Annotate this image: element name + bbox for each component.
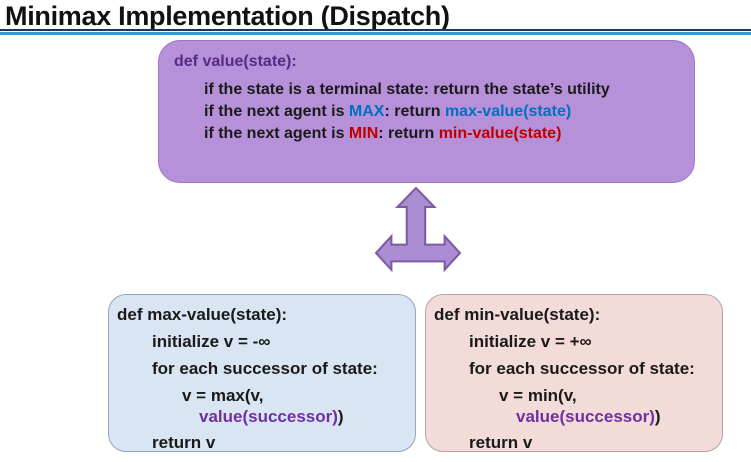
max-line-pre: if the next agent is (204, 103, 349, 120)
min-agent-label: MIN (348, 125, 379, 142)
dispatch-terminal-line: if the state is a terminal state: return… (204, 81, 610, 98)
max-return-line: return v (152, 433, 216, 452)
max-init-line: initialize v = -∞ (152, 332, 271, 351)
min-line-mid: : return (378, 125, 439, 142)
min-def-line: def min-value(state): (434, 305, 601, 324)
min-call-value: value(successor) (516, 407, 655, 426)
max-line-mid: : return (384, 103, 445, 120)
min-init-line: initialize v = +∞ (469, 332, 592, 351)
dispatch-max-line: if the next agent is MAX: return max-val… (204, 101, 684, 123)
min-call-close: ) (654, 407, 661, 426)
min-call-label: min-value(state) (438, 125, 562, 142)
min-line-pre: if the next agent is (204, 125, 349, 142)
min-value-pseudocode-box: def min-value(state): initialize v = +∞ … (425, 294, 723, 452)
three-way-arrow-icon (375, 187, 461, 273)
min-for-line: for each successor of state: (469, 359, 695, 378)
dispatch-pseudocode-box: def value(state): if the state is a term… (158, 40, 695, 183)
max-call-value: value(successor) (199, 407, 338, 426)
three-way-arrow-shape (375, 187, 461, 273)
min-call-line: value(successor)) (516, 406, 716, 427)
max-assign-line: v = max(v, (182, 386, 264, 405)
dispatch-min-line: if the next agent is MIN: return min-val… (204, 123, 684, 145)
max-for-line: for each successor of state: (152, 359, 378, 378)
max-call-label: max-value(state) (444, 103, 572, 120)
title-rule-light (0, 32, 751, 35)
dispatch-def-line: def value(state): (174, 53, 297, 70)
max-call-line: value(successor)) (199, 406, 409, 427)
max-value-pseudocode-box: def max-value(state): initialize v = -∞ … (108, 294, 416, 452)
max-agent-label: MAX (348, 103, 385, 120)
max-call-close: ) (337, 407, 344, 426)
page-title: Minimax Implementation (Dispatch) (5, 1, 450, 31)
min-return-line: return v (469, 433, 533, 452)
max-def-line: def max-value(state): (117, 305, 288, 324)
min-assign-line: v = min(v, (499, 386, 577, 405)
title-rule-dark (0, 29, 751, 31)
